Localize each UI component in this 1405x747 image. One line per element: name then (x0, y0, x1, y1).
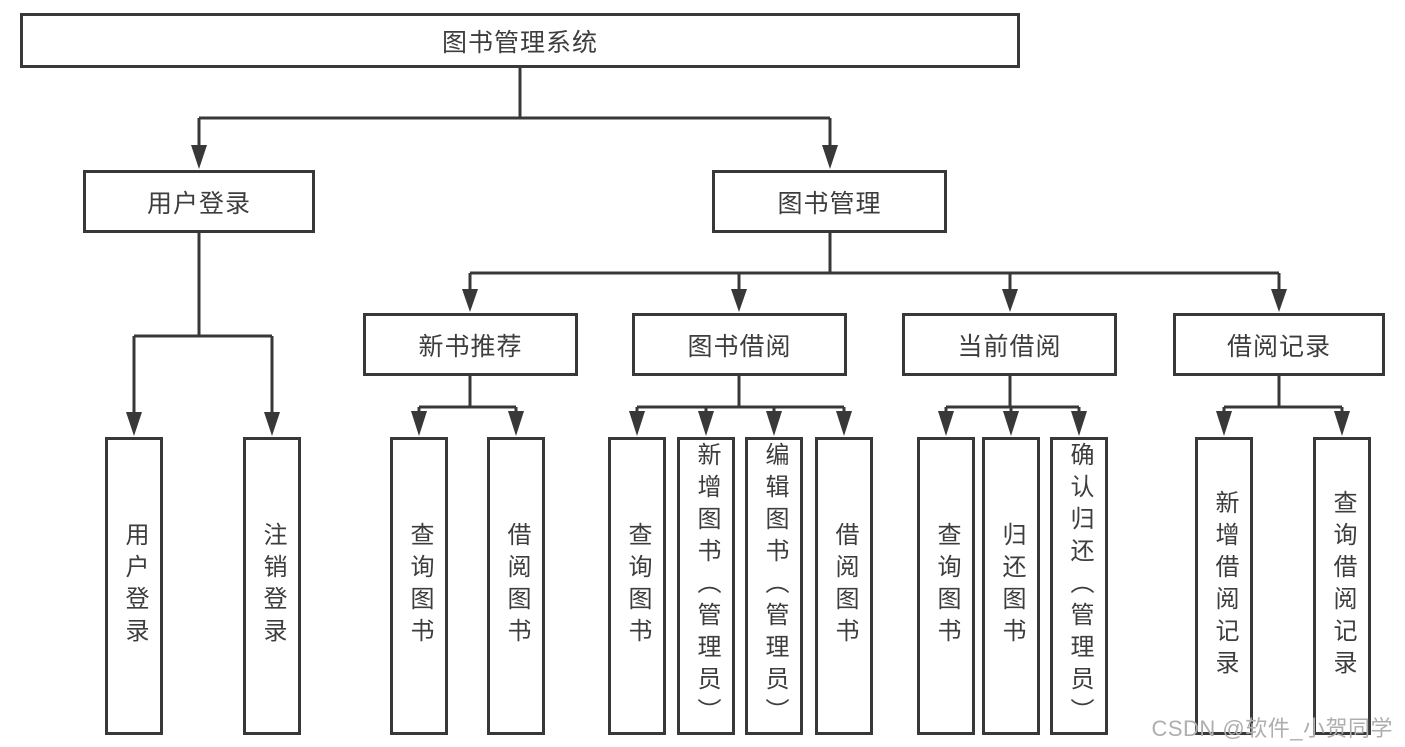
csdn-watermark: CSDN @软件_小贺同学 (1151, 716, 1393, 741)
arrowhead (698, 411, 714, 436)
arrowhead (822, 145, 838, 169)
node-borrow-records: 借阅记录 (1173, 313, 1385, 376)
leaf-borrow-books-label: 借阅图书 (831, 522, 858, 650)
arrowhead (938, 411, 954, 436)
leaf-query-books-borrow: 查询图书 (608, 437, 666, 735)
leaf-query-borrow-record-label: 查询借阅记录 (1329, 490, 1356, 682)
arrowhead (836, 411, 852, 436)
leaf-query-books-current: 查询图书 (917, 437, 975, 735)
node-new-book-recommend-label: 新书推荐 (418, 332, 523, 361)
leaf-borrow-books-recommend: 借阅图书 (487, 437, 545, 735)
arrowhead (462, 289, 478, 312)
arrowhead (1216, 411, 1232, 436)
arrowhead (126, 412, 142, 436)
node-current-borrow-label: 当前借阅 (957, 332, 1062, 361)
arrowhead (629, 411, 645, 436)
leaf-add-borrow-record-label: 新增借阅记录 (1211, 490, 1238, 682)
leaf-edit-book-admin: 编辑图书（管理员） (745, 437, 803, 735)
node-book-management: 图书管理 (712, 170, 947, 233)
leaf-add-book-admin-label: 新增图书（管理员） (693, 442, 720, 730)
connector-borrow-records-children (1216, 376, 1350, 436)
node-borrow-records-label: 借阅记录 (1226, 332, 1331, 361)
connector-user-login-children (126, 233, 280, 436)
leaf-borrow-books-recommend-label: 借阅图书 (503, 522, 530, 650)
arrowhead (508, 411, 524, 436)
leaf-return-book: 归还图书 (982, 437, 1040, 735)
node-current-borrow: 当前借阅 (902, 313, 1117, 376)
connector-root-to-level2 (191, 68, 838, 169)
arrowhead (766, 411, 782, 436)
arrowhead (411, 411, 427, 436)
arrowhead (1002, 289, 1018, 312)
connector-book-management-children (462, 233, 1287, 312)
arrowhead (1071, 411, 1087, 436)
node-user-login: 用户登录 (83, 170, 315, 233)
leaf-query-books-recommend-label: 查询图书 (406, 522, 433, 650)
leaf-add-borrow-record: 新增借阅记录 (1195, 437, 1253, 735)
node-new-book-recommend: 新书推荐 (363, 313, 578, 376)
leaf-logout: 注销登录 (243, 437, 301, 735)
leaf-user-login-label: 用户登录 (121, 522, 148, 650)
node-root: 图书管理系统 (20, 13, 1020, 68)
arrowhead (264, 412, 280, 436)
arrowhead (1334, 411, 1350, 436)
leaf-query-books-current-label: 查询图书 (933, 522, 960, 650)
node-book-borrow-label: 图书借阅 (687, 332, 792, 361)
arrowhead (191, 145, 207, 169)
connector-book-borrow-children (629, 376, 852, 436)
leaf-return-book-label: 归还图书 (998, 522, 1025, 650)
node-root-label: 图书管理系统 (441, 28, 598, 57)
connector-current-borrow-children (938, 376, 1087, 436)
leaf-edit-book-admin-label: 编辑图书（管理员） (761, 442, 788, 730)
connector-new-book-children (411, 376, 524, 436)
arrowhead (731, 289, 747, 312)
leaf-query-books-recommend: 查询图书 (390, 437, 448, 735)
leaf-confirm-return-admin-label: 确认归还（管理员） (1066, 442, 1093, 730)
leaf-query-books-borrow-label: 查询图书 (624, 522, 651, 650)
leaf-query-borrow-record: 查询借阅记录 (1313, 437, 1371, 735)
arrowhead (1271, 289, 1287, 312)
leaf-confirm-return-admin: 确认归还（管理员） (1050, 437, 1108, 735)
leaf-add-book-admin: 新增图书（管理员） (677, 437, 735, 735)
leaf-borrow-books: 借阅图书 (815, 437, 873, 735)
arrowhead (1003, 411, 1019, 436)
leaf-user-login: 用户登录 (105, 437, 163, 735)
node-user-login-label: 用户登录 (146, 189, 251, 218)
node-book-borrow: 图书借阅 (632, 313, 847, 376)
node-book-management-label: 图书管理 (777, 189, 882, 218)
leaf-logout-label: 注销登录 (259, 522, 286, 650)
